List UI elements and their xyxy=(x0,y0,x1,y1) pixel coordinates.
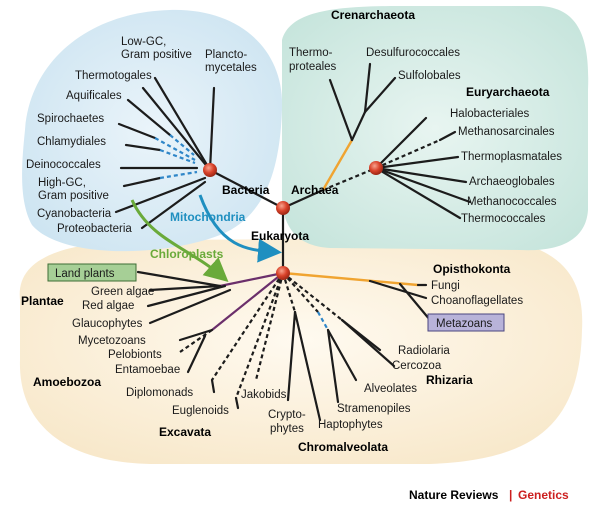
taxon-glaucophytes: Glaucophytes xyxy=(72,318,143,330)
group-archaea: Archaea xyxy=(291,183,339,197)
label-mitochondria: Mitochondria xyxy=(170,210,246,224)
taxon-archaeoglobales: Archaeoglobales xyxy=(469,176,555,188)
credit-journal: Genetics xyxy=(518,488,569,502)
bacteria-tree xyxy=(114,76,285,230)
eukaryota-tree xyxy=(136,270,432,422)
taxon-thermoplasmatales: Thermoplasmatales xyxy=(461,151,562,163)
mitochondria-arrow xyxy=(198,194,282,263)
taxon-desulfurococcales: Desulfurococcales xyxy=(366,47,460,59)
taxon-thermotogales: Thermotogales xyxy=(75,70,152,82)
taxon-pelobionts: Pelobionts xyxy=(108,349,162,361)
group-rhizaria: Rhizaria xyxy=(426,373,473,387)
taxon-cryptophytes: Crypto- xyxy=(268,409,306,421)
taxon-cyanobacteria: Cyanobacteria xyxy=(37,208,112,220)
taxon-stramenopiles: Stramenopiles xyxy=(337,403,411,415)
taxon-choanoflagellates: Choanoflagellates xyxy=(431,295,523,307)
eukaryota-region xyxy=(19,237,583,464)
taxon-low-gc-2: Gram positive xyxy=(121,49,192,61)
taxon-methanosarcinales: Methanosarcinales xyxy=(458,126,555,138)
root-node xyxy=(276,201,290,215)
taxon-radiolaria: Radiolaria xyxy=(398,345,450,357)
journal-credit: Nature Reviews | Genetics xyxy=(409,488,569,502)
taxon-high-gc: High-GC, xyxy=(38,177,86,189)
taxon-mycetozoans: Mycetozoans xyxy=(78,335,146,347)
taxon-planctomycetales-2: mycetales xyxy=(205,62,257,74)
taxon-euglenoids: Euglenoids xyxy=(172,405,229,417)
taxon-chlamydiales: Chlamydiales xyxy=(37,136,106,148)
group-crenarchaeota: Crenarchaeota xyxy=(331,8,415,22)
taxon-thermoproteales: Thermo- xyxy=(289,47,333,59)
archaea-tree xyxy=(281,62,472,220)
taxon-diplomonads: Diplomonads xyxy=(126,387,193,399)
taxon-halobacteriales: Halobacteriales xyxy=(450,108,530,120)
eukaryota-node xyxy=(276,266,290,280)
group-euryarchaeota: Euryarchaeota xyxy=(466,85,550,99)
taxon-spirochaetes: Spirochaetes xyxy=(37,113,104,125)
group-bacteria: Bacteria xyxy=(222,183,270,197)
bacteria-node xyxy=(203,163,217,177)
taxon-planctomycetales: Plancto- xyxy=(205,49,247,61)
taxon-aquificales: Aquificales xyxy=(66,90,122,102)
metazoans-box xyxy=(427,313,505,332)
taxon-red-algae: Red algae xyxy=(82,300,134,312)
credit-publisher: Nature Reviews xyxy=(409,488,499,502)
group-opisthokonta: Opisthokonta xyxy=(433,262,511,276)
taxon-sulfolobales: Sulfolobales xyxy=(398,70,461,82)
credit-separator: | xyxy=(509,488,512,502)
chloroplasts-arrow xyxy=(130,199,229,282)
taxon-thermococcales: Thermococcales xyxy=(461,213,546,225)
taxon-land-plants: Land plants xyxy=(55,268,115,280)
group-eukaryota: Eukaryota xyxy=(251,229,309,243)
group-excavata: Excavata xyxy=(159,425,211,439)
archaea-node xyxy=(369,161,383,175)
taxon-high-gc-2: Gram positive xyxy=(38,190,109,202)
label-chloroplasts: Chloroplasts xyxy=(150,247,224,261)
taxon-jakobids: Jakobids xyxy=(241,389,287,401)
land-plants-box xyxy=(47,263,137,282)
taxon-haptophytes: Haptophytes xyxy=(318,419,383,431)
taxon-thermoproteales-2: proteales xyxy=(289,61,337,73)
taxon-methanococcales: Methanococcales xyxy=(467,196,557,208)
group-amoebozoa: Amoebozoa xyxy=(33,375,101,389)
taxon-alveolates: Alveolates xyxy=(364,383,417,395)
group-plantae: Plantae xyxy=(21,294,64,308)
taxon-fungi: Fungi xyxy=(431,280,460,292)
taxon-cryptophytes-2: phytes xyxy=(270,423,304,435)
taxon-entamoebae: Entamoebae xyxy=(115,364,180,376)
taxon-metazoans: Metazoans xyxy=(436,318,493,330)
group-chromalveolata: Chromalveolata xyxy=(298,440,388,454)
archaea-region xyxy=(282,6,589,251)
taxon-cercozoa: Cercozoa xyxy=(392,360,442,372)
bacteria-region xyxy=(22,9,283,252)
taxon-low-gc: Low-GC, xyxy=(121,36,166,48)
taxon-green-algae: Green algae xyxy=(91,286,154,298)
taxon-deinococcales: Deinococcales xyxy=(26,159,101,171)
taxon-proteobacteria: Proteobacteria xyxy=(57,223,132,235)
